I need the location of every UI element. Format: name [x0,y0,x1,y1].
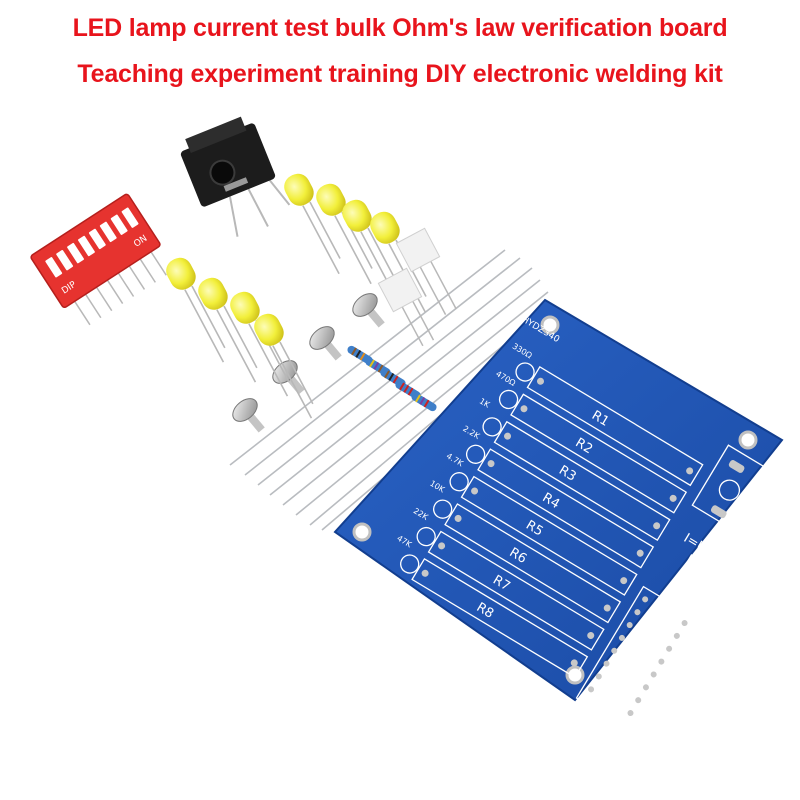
mount-hole [738,430,758,450]
mount-hole [540,315,560,335]
switch-footprint [575,585,698,731]
led-icon [284,173,341,275]
resistors [347,345,437,412]
led-icon [198,277,258,383]
screw-icon [232,398,265,433]
screw-icon [309,326,342,361]
dc-jack-icon [180,116,291,237]
dip-switch-icon: DIP ON [30,193,167,326]
led-icon [166,257,226,363]
led-icon [254,313,314,419]
screws [232,293,385,433]
leds [166,173,427,419]
headline-line1: LED lamp current test bulk Ohm's law ver… [72,14,728,42]
headline-line2: Teaching experiment training DIY electro… [77,60,723,88]
screw-icon [352,293,385,328]
pcb-board: R1 R2 R3 R4 R5 R6 R7 R8 330Ω 470Ω 1K 2.2… [333,298,795,731]
power-label: DC9V [761,492,794,519]
resistor-icon [411,392,437,412]
mount-hole [352,522,372,542]
pin-headers [377,227,457,347]
mount-hole [565,665,585,685]
switch-label: SW1 [690,630,718,654]
